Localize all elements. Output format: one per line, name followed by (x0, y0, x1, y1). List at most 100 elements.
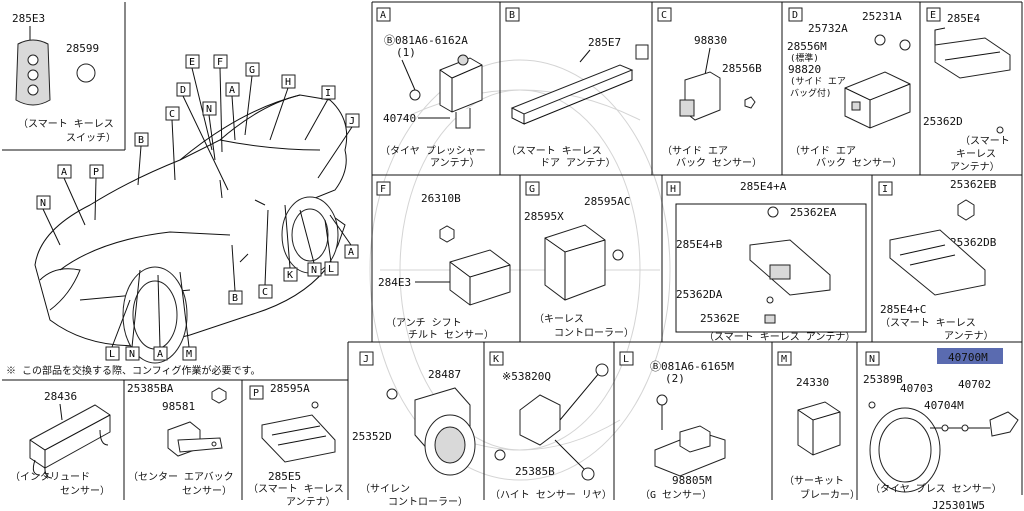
car-body-outline (34, 94, 348, 347)
part-number: 40703 (900, 382, 933, 395)
callout-a: A (225, 82, 240, 141)
svg-text:コントローラー）: コントローラー） (554, 327, 634, 339)
part-number: 285E5 (268, 470, 301, 483)
callout-g: G (244, 62, 260, 136)
part-number: 285E4+B (676, 238, 723, 251)
bolt-part-number: Ⓑ081A6-6165M (650, 360, 734, 373)
clip-icon (311, 401, 319, 409)
bolt-icon (612, 249, 624, 261)
svg-text:A: A (229, 85, 235, 96)
bolt-icon (386, 388, 398, 400)
part-caption: スイッチ） (66, 132, 116, 144)
svg-text:（G センサー）: （G センサー） (640, 489, 712, 501)
panel-h: H 285E4+A 25362EA 285E4+B 25362DA 25362E… (666, 180, 867, 343)
callout-a: A (153, 274, 168, 361)
tire-pressure-antenna-icon (439, 57, 483, 113)
svg-text:（サイレン: （サイレン (360, 483, 410, 495)
part-number: 40702 (958, 378, 991, 391)
svg-text:N: N (40, 198, 46, 209)
tire-pressure-sensor-icon (989, 411, 1019, 437)
svg-text:キーレス: キーレス (956, 149, 996, 160)
clip-icon (766, 296, 774, 304)
svg-text:A: A (348, 247, 354, 258)
side-airbag-module-icon (844, 71, 911, 129)
part-number: 284E3 (378, 276, 411, 289)
clip-icon (996, 126, 1004, 134)
part-number: 285E3 (12, 12, 45, 25)
part-number: 285E4+A (740, 180, 787, 193)
svg-text:E: E (189, 57, 195, 68)
part-number: 28556B (722, 62, 762, 75)
callout-k: K (283, 204, 298, 282)
part-number: 28556M (787, 40, 827, 53)
part-number: 28595AC (584, 195, 630, 208)
vehicle-callouts: B C D E F N A G H I J A P N K N L A B C … (36, 54, 360, 361)
callout-n: N (202, 101, 217, 161)
svg-text:N: N (129, 349, 135, 360)
highlighted-part-number: 40700M (948, 351, 988, 364)
bolt-icon (656, 394, 668, 406)
svg-text:H: H (285, 77, 291, 88)
part-number: 25362DA (676, 288, 723, 301)
part-number: 25389B (863, 373, 903, 386)
svg-text:N: N (311, 265, 317, 276)
panel-a: A Ⓑ081A6-6162A (1) 40740 （タイヤ プレッシャー アンテ… (376, 7, 486, 169)
svg-text:J: J (363, 354, 369, 365)
svg-text:B: B (232, 293, 238, 304)
panel-grid (2, 1, 1023, 500)
part-number: 285E4+C (880, 303, 926, 316)
svg-text:（サイド エア: （サイド エア (662, 145, 728, 157)
svg-text:コントローラー）: コントローラー） (388, 496, 468, 508)
callout-d: D (176, 82, 229, 191)
callout-h: H (269, 74, 296, 141)
part-number: 98805M (672, 474, 712, 487)
part-number: 25231A (862, 10, 902, 23)
part-number: 285E7 (588, 36, 621, 49)
bolt-icon (899, 39, 911, 51)
part-number: 40704M (924, 399, 964, 412)
part-number: 25362E (700, 312, 740, 325)
bolt-icon (874, 34, 886, 46)
battery-icon (76, 63, 96, 83)
part-number: 25362EB (950, 178, 997, 191)
callout-p: P (89, 164, 104, 221)
bolt-qty: (2) (665, 372, 685, 385)
part-number: ※53820Q (502, 370, 551, 383)
svg-text:P: P (93, 167, 99, 178)
panel-n: N 40700M 25389B 40703 40702 40704M （タイヤ … (863, 348, 1019, 495)
panel-j: J 28487 25352D （サイレン コントローラー） (352, 351, 476, 508)
diagram-id: J25301W5 (932, 499, 985, 511)
svg-text:（サイド エア: （サイド エア (790, 145, 856, 157)
svg-text:C: C (661, 10, 667, 21)
part-number: 28595X (524, 210, 564, 223)
callout-f: F (213, 54, 228, 153)
svg-text:K: K (493, 354, 499, 365)
svg-text:バック センサー）: バック センサー） (676, 157, 762, 169)
svg-text:ドア アンテナ）: ドア アンテナ） (540, 157, 616, 169)
svg-text:（スマート キーレス: （スマート キーレス (506, 145, 602, 157)
svg-text:（サーキット: （サーキット (784, 475, 844, 487)
part-number: 98581 (162, 400, 195, 413)
keyless-antenna-icon (934, 37, 1011, 79)
svg-text:バッグ付): バッグ付) (790, 87, 831, 99)
svg-text:H: H (670, 184, 676, 195)
callout-a: A (329, 214, 359, 259)
svg-text:（インタリュード: （インタリュード (10, 471, 90, 483)
svg-text:（スマート キーレス アンテナ）: （スマート キーレス アンテナ） (704, 331, 855, 343)
part-number: 40740 (383, 112, 416, 125)
callout-e: E (185, 54, 213, 151)
keyless-controller-icon (544, 224, 606, 301)
svg-text:K: K (287, 270, 293, 281)
svg-text:D: D (180, 85, 186, 96)
height-sensor-icon (519, 394, 561, 446)
callout-j: J (317, 113, 360, 179)
callout-m: M (179, 271, 197, 361)
svg-text:N: N (206, 104, 212, 115)
part-caption: （スマート キーレス (18, 118, 114, 130)
part-number: 28599 (66, 42, 99, 55)
part-number: 28487 (428, 368, 461, 381)
config-note: ※ この部品を交換する際、コンフィグ作業が必要です。 (6, 364, 261, 377)
panel-d: D 25732A 25231A 28556M (標準) 98820 (サイド エ… (787, 7, 911, 169)
callout-b: B (228, 244, 243, 305)
svg-text:ブレーカー）: ブレーカー） (800, 488, 860, 501)
